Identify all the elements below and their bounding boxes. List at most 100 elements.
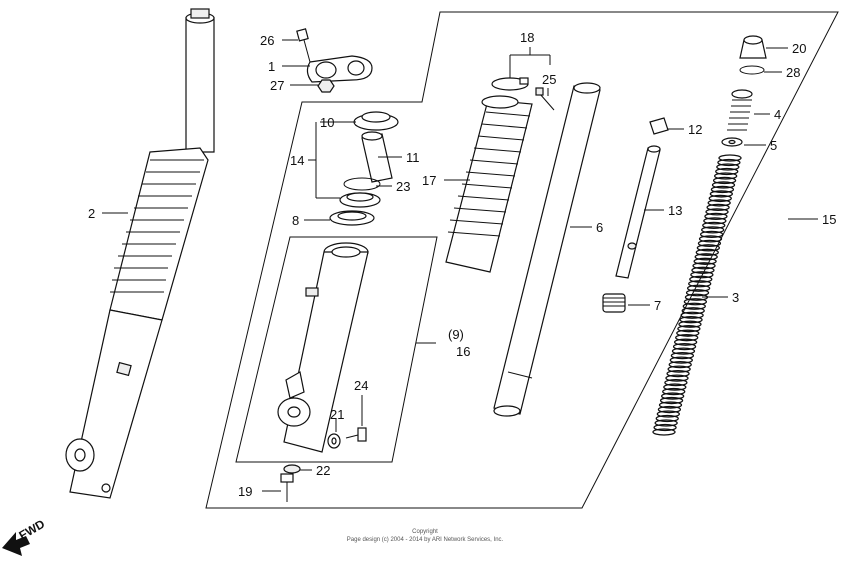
copyright-line-1: Copyright	[412, 529, 438, 535]
boot-band-part-18[interactable]	[491, 77, 529, 91]
spring-coil	[659, 396, 684, 405]
spring-coil	[709, 190, 733, 198]
fork-leg-part-2[interactable]	[65, 8, 215, 499]
back-up-ring-part-8[interactable]	[329, 210, 375, 226]
fork-pipe-part-6[interactable]	[493, 82, 601, 417]
spring-coil	[668, 360, 692, 369]
label-22: 22	[316, 463, 330, 478]
stopper-ring-part-23[interactable]	[343, 177, 381, 191]
washer-part-21[interactable]	[327, 433, 341, 449]
spring-coil	[685, 289, 710, 297]
fork-bolt-part-20[interactable]	[739, 35, 767, 59]
label-24: 24	[354, 378, 368, 393]
spring-coil	[703, 217, 727, 225]
spring-coil	[704, 212, 728, 221]
spring-coil	[699, 230, 724, 239]
fork-spring-part-3[interactable]	[652, 154, 742, 436]
spring-coil	[702, 221, 726, 230]
guide-bushing-part-11[interactable]	[361, 131, 393, 183]
spring-coil	[655, 414, 679, 423]
spring-coil	[689, 275, 713, 283]
spring-coil	[670, 351, 695, 360]
spring-coil	[718, 154, 742, 162]
fork-boot-part-17[interactable]	[445, 95, 533, 273]
spring-coil	[665, 374, 689, 382]
nut-part-27[interactable]	[317, 79, 335, 93]
spring-coil	[658, 401, 683, 409]
label-19: 19	[238, 484, 252, 499]
band-screw-part-25[interactable]	[535, 87, 555, 111]
dust-seal-part-10[interactable]	[353, 111, 399, 131]
spring-coil	[688, 280, 712, 288]
assembly-outline-15	[205, 11, 839, 509]
spring-coil	[663, 383, 687, 391]
gasket-part-22[interactable]	[283, 464, 301, 474]
spring-coil	[680, 311, 704, 319]
fwd-label: FWD	[17, 517, 48, 543]
fwd-arrow-icon	[2, 532, 30, 556]
spring-coil	[686, 284, 711, 292]
label-4: 4	[774, 107, 781, 122]
spring-coil	[692, 262, 716, 270]
washer-part-5[interactable]	[721, 137, 743, 147]
spring-coil	[679, 316, 703, 324]
fork-clamp-part-1[interactable]	[306, 55, 373, 83]
label-13: 13	[668, 203, 682, 218]
spring-coil	[712, 176, 737, 185]
fork-slider-part-16[interactable]	[277, 242, 369, 453]
drain-bolt-part-24[interactable]	[345, 427, 367, 442]
spring-coil	[664, 378, 688, 387]
spring-coil	[667, 365, 691, 373]
label-7: 7	[654, 298, 661, 313]
o-ring-part-28[interactable]	[739, 65, 765, 75]
spring-coil	[677, 325, 701, 333]
socket-bolt-part-19[interactable]	[280, 473, 294, 502]
spring-coil	[654, 419, 678, 427]
label-25: 25	[542, 72, 556, 87]
spring-coil	[717, 158, 741, 167]
spring-coil	[714, 172, 738, 180]
spring-coil	[707, 199, 731, 207]
label-6: 6	[596, 220, 603, 235]
spring-coil	[716, 163, 740, 171]
spring-coil	[705, 208, 729, 216]
spring-coil	[661, 392, 685, 400]
spring-coil	[696, 244, 721, 252]
bolt-part-26[interactable]	[296, 28, 311, 63]
label-10: 10	[320, 115, 334, 130]
fork-leg-boot	[109, 147, 209, 321]
label-5: 5	[770, 138, 777, 153]
oil-seal-part-14[interactable]	[339, 192, 381, 208]
label-28: 28	[786, 65, 800, 80]
spring-coil	[694, 253, 718, 261]
spring-coil	[683, 298, 708, 306]
assembly-outline-16	[235, 236, 438, 463]
spring-coil	[678, 320, 702, 328]
spring-seat-part-4[interactable]	[727, 89, 753, 131]
label-3: 3	[732, 290, 739, 305]
copyright-line-2: Page design (c) 2004 - 2014 by ARI Netwo…	[347, 537, 504, 543]
spring-coil	[715, 167, 739, 176]
fwd-arrow: FWD	[2, 517, 47, 556]
spring-coil	[672, 343, 697, 351]
piston-ring-part-12[interactable]	[649, 117, 669, 135]
label-27: 27	[270, 78, 284, 93]
spring-coil	[697, 239, 722, 247]
label-26: 26	[260, 33, 274, 48]
spring-coil	[698, 235, 723, 243]
label-15: 15	[822, 212, 836, 227]
label-17: 17	[422, 173, 436, 188]
fork-piston-part-13[interactable]	[615, 145, 661, 279]
spring-coil	[671, 347, 696, 355]
spring-coil	[690, 271, 714, 279]
spring-coil	[711, 181, 736, 189]
spring-coil	[701, 226, 725, 234]
spring-coil	[708, 194, 732, 203]
label-9: (9)	[448, 327, 464, 342]
label-20: 20	[792, 41, 806, 56]
label-12: 12	[688, 122, 702, 137]
rebound-spring-part-7[interactable]	[602, 293, 626, 313]
leader-lines	[102, 39, 818, 492]
spring-coil	[706, 203, 730, 212]
label-11: 11	[406, 150, 420, 165]
